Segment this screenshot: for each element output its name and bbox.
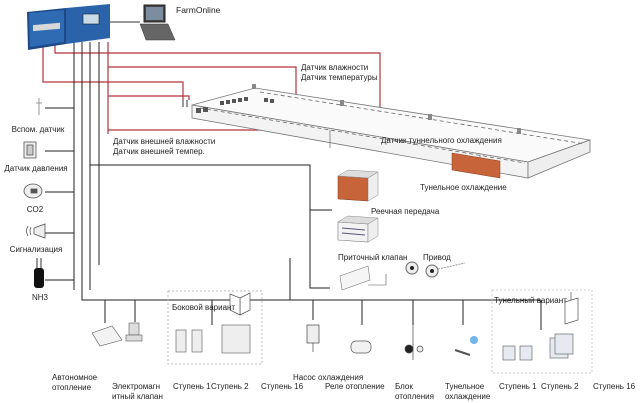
tunnel-variant-box	[491, 289, 593, 374]
louver-inlet-icon	[337, 215, 379, 243]
solenoid-valve-label-1: Электромагн	[112, 382, 161, 391]
tunnel-inlet-direction-icon	[564, 292, 579, 325]
rack-drive-label: Реечная передача	[371, 207, 440, 216]
heating-relay-label: Реле отопление	[325, 382, 385, 391]
signal-line-tunnel-sensor	[54, 45, 381, 128]
control-bus-lines	[45, 42, 542, 330]
cooling-pump-label: Насос охлаждения	[293, 373, 364, 382]
side-variant-box	[167, 290, 263, 365]
actuator-label: Привод	[423, 253, 451, 262]
side-inlet-direction-icon	[229, 292, 251, 316]
inlet-valve-icon	[339, 265, 387, 291]
house-tunnel-cooling-label: Тунельное охлаждение	[420, 183, 507, 192]
inlet-valve-label: Приточный клапан	[338, 253, 408, 262]
aux-sensor-icon	[36, 98, 42, 115]
aux-sensor-label: Вспом. датчик	[11, 125, 65, 134]
solenoid-valve-label-2: итный клапан	[112, 392, 163, 401]
co2-sensor-label: CO2	[26, 205, 44, 214]
tunnel-variant-title: Тунельный вариант	[494, 296, 567, 305]
pressure-sensor-label: Датчик давления	[4, 164, 68, 173]
indoor-temperature-sensor-label: Датчик температуры	[301, 73, 378, 82]
house-sensor-probes	[182, 100, 188, 107]
tunnel-cooling-label-2: охлаждение	[445, 392, 491, 401]
heating-block-icon	[404, 325, 424, 360]
tunnel-cooling-sensor-label: Датчик туннельного охлаждения	[381, 136, 502, 145]
heating-block-label-2: отопления	[395, 392, 434, 401]
poultry-house-icon	[191, 87, 591, 179]
tunnel-cooling-nozzle-icon	[454, 336, 478, 356]
alarm-label: Сигнализация	[9, 245, 63, 254]
solenoid-valve-icon	[125, 322, 143, 342]
outdoor-humidity-sensor-label: Датчик внешней влажности	[113, 137, 216, 146]
tunnel-step-2-label: Ступень 2	[541, 382, 579, 391]
tunnel-step-1-label: Ступень 1	[499, 382, 537, 391]
rack-drive-icon	[337, 169, 379, 202]
side-step-16-label: Ступень 16	[261, 382, 304, 391]
controller-unit-icon[interactable]	[27, 4, 110, 50]
farmonline-label: FarmOnline	[176, 5, 221, 15]
house-fans	[196, 97, 274, 113]
tunnel-cooling-pad-icon	[451, 152, 501, 179]
tunnel-fan-icons	[502, 333, 574, 361]
roof-inlets	[252, 84, 521, 134]
side-step-1-label: Ступень 1	[173, 382, 211, 391]
tunnel-cooling-label-1: Тунельное	[445, 382, 485, 391]
pressure-sensor-icon	[23, 141, 37, 159]
signal-line-outdoor-sensor	[42, 45, 184, 100]
autonomous-heater-icon	[91, 325, 123, 347]
autonomous-heating-label-2: отопление	[52, 383, 92, 392]
co2-sensor-icon	[23, 183, 43, 199]
side-variant-title: Боковой вариант	[172, 303, 236, 312]
signal-line-house	[107, 67, 190, 100]
outdoor-temperature-sensor-label: Датчик внешней темпер.	[113, 147, 205, 156]
indoor-humidity-sensor-label: Датчик влажности	[301, 63, 369, 72]
heating-relay-icon	[350, 340, 372, 354]
cooling-pump-icon	[306, 324, 320, 352]
side-fan-icons	[175, 324, 251, 354]
nh3-sensor-label: NH3	[31, 293, 49, 302]
laptop-icon[interactable]	[139, 4, 176, 41]
autonomous-heating-label-1: Автономное	[52, 373, 98, 382]
actuator-icon	[405, 261, 466, 278]
tunnel-step-16-label: Ступень 16	[593, 382, 636, 391]
signal-line-indoor-sensor	[107, 42, 297, 110]
nh3-sensor-icon	[34, 258, 44, 288]
alarm-siren-icon	[26, 223, 46, 239]
side-step-2-label: Ступень 2	[211, 382, 249, 391]
heating-block-label-1: Блок	[395, 382, 413, 391]
